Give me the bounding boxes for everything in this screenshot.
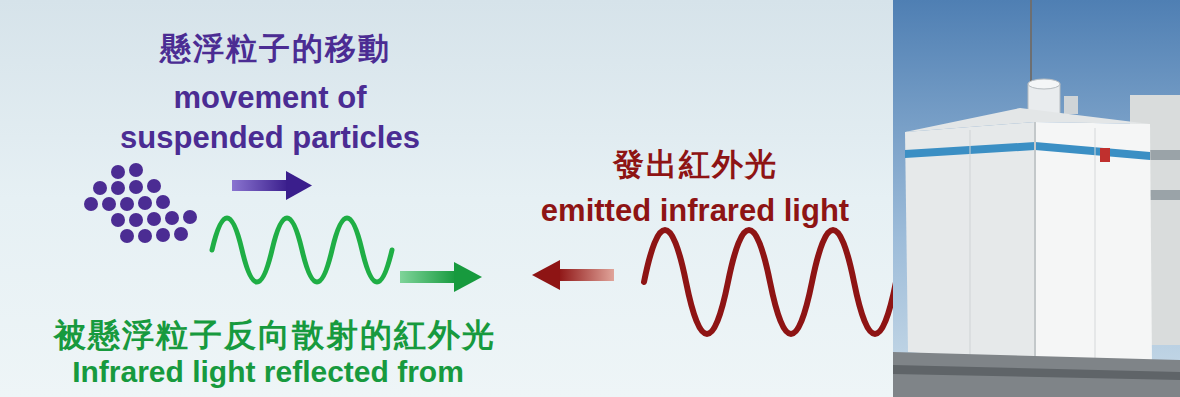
english-caption: Infrared light reflected from <box>72 354 464 390</box>
chinese-caption: 被懸浮粒子反向散射的紅外光 <box>54 316 496 354</box>
chinese-caption: 懸浮粒子的移動 <box>160 30 391 67</box>
emitted-wave <box>644 230 896 334</box>
lidar-station-photo <box>893 0 1180 397</box>
backscatter-arrow <box>400 262 482 292</box>
chinese-caption: 發出紅外光 <box>613 146 778 183</box>
english-caption: emitted infrared light <box>541 192 849 229</box>
movement-arrow <box>232 171 312 200</box>
english-caption: movement of suspended particles <box>100 78 440 158</box>
emission-arrow <box>532 260 614 290</box>
backscatter-wave <box>212 218 392 282</box>
particle-cluster <box>84 163 197 243</box>
